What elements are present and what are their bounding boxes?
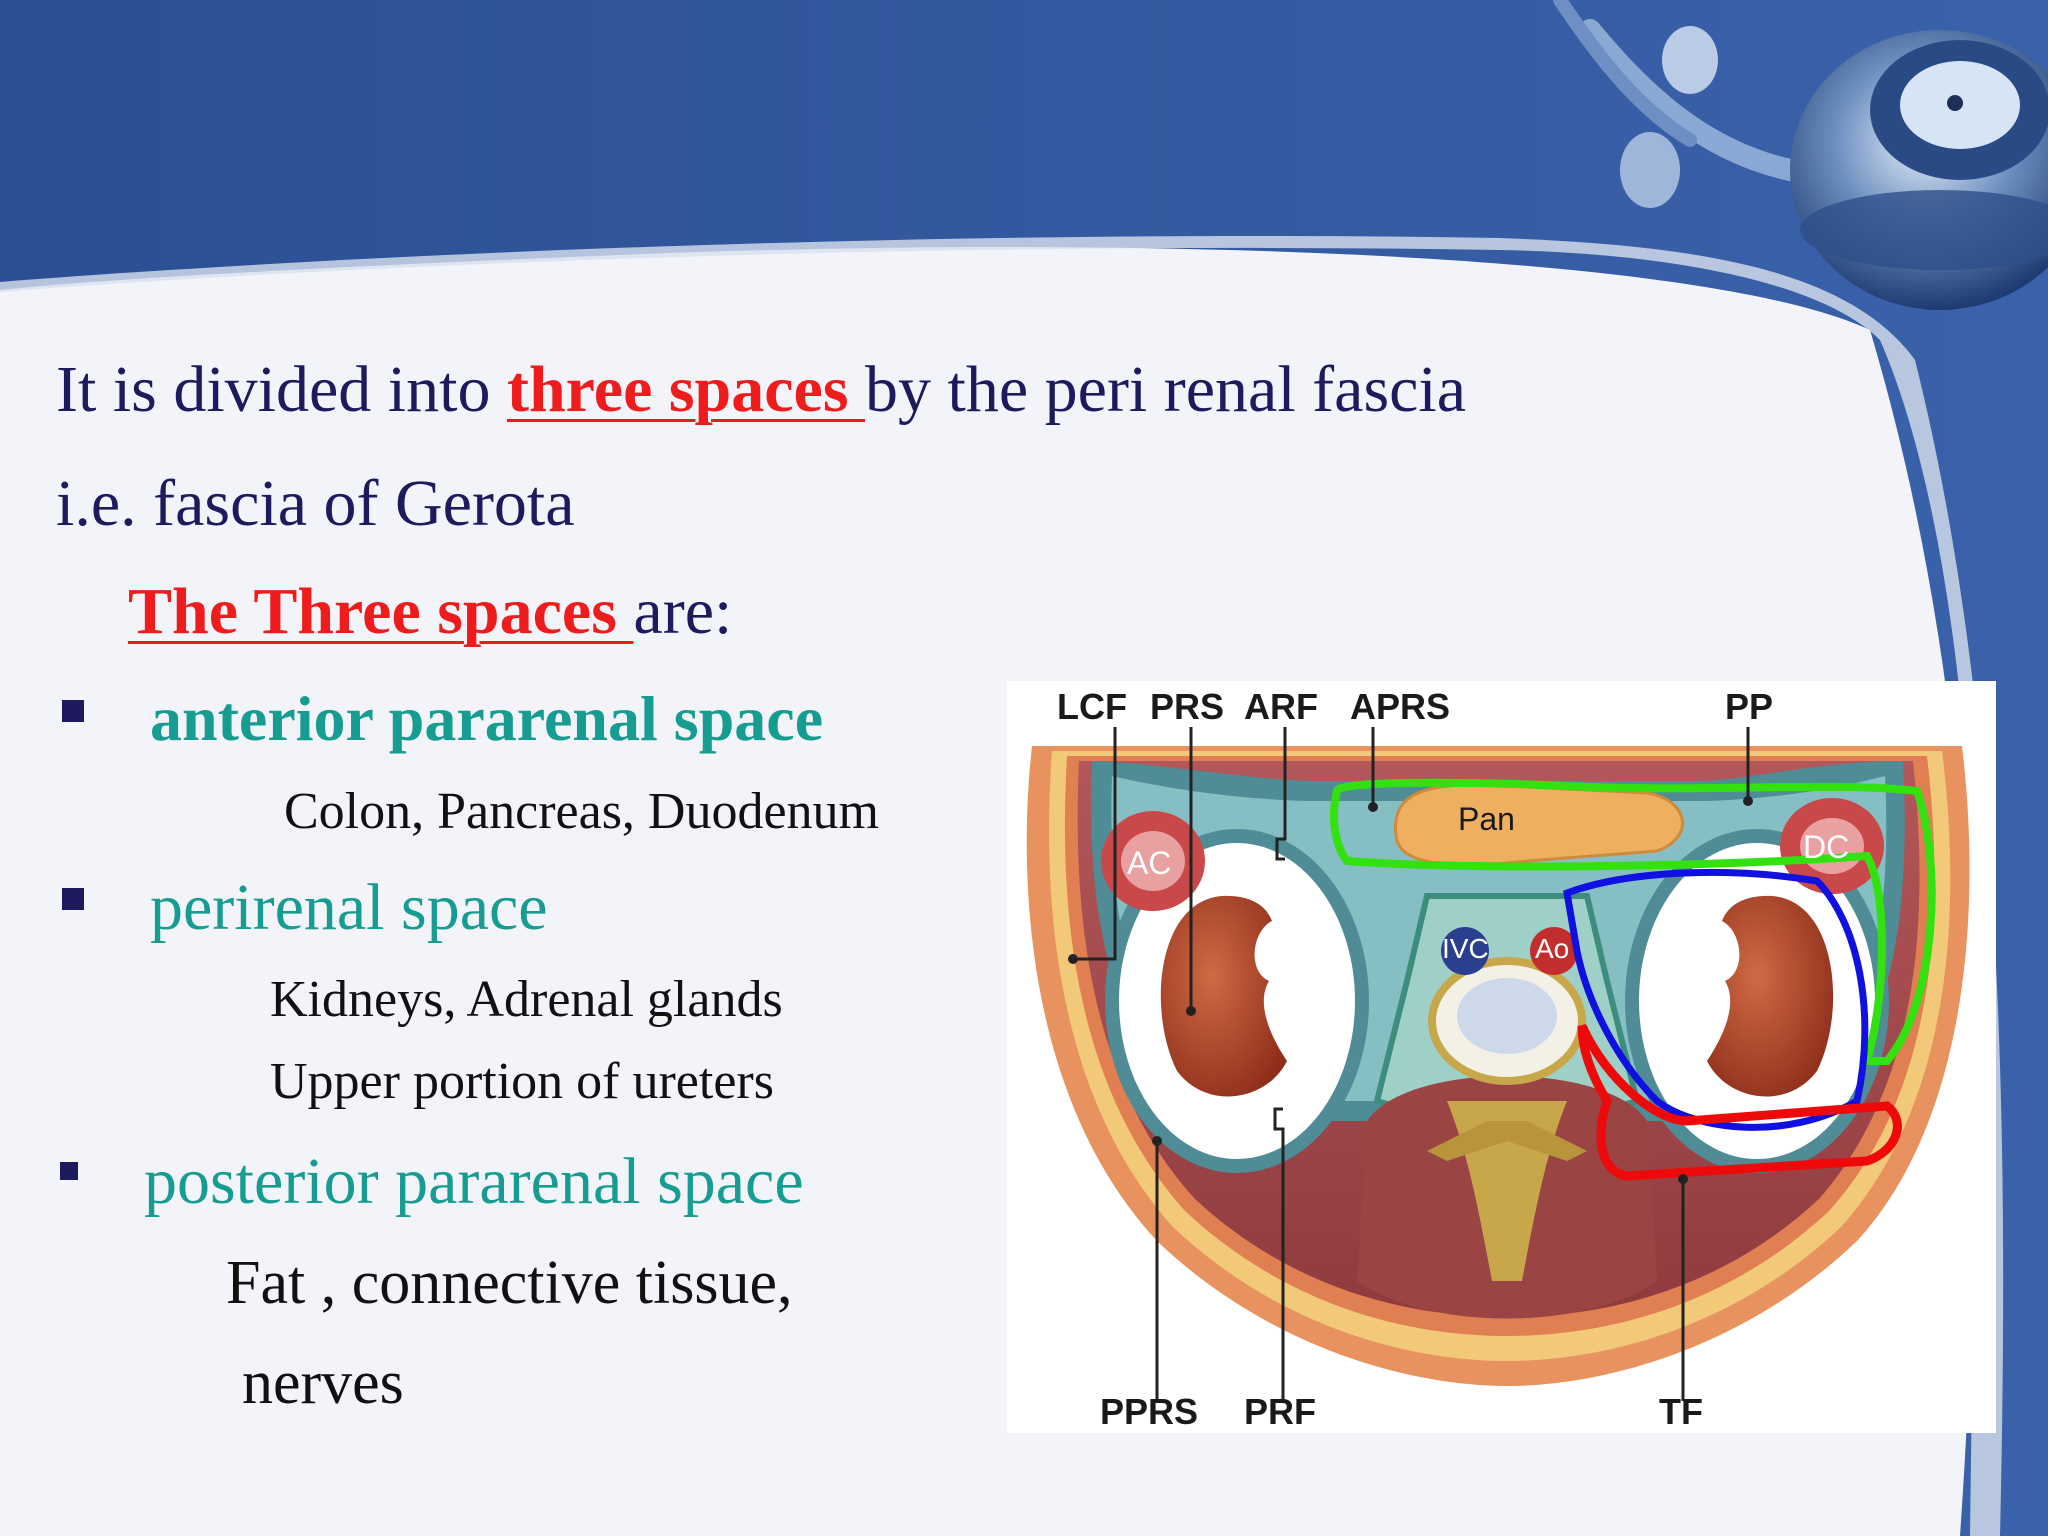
spaces-heading-post: are: <box>633 575 733 648</box>
space-title-posterior: posterior pararenal space <box>144 1145 804 1218</box>
space-detail: Upper portion of ureters <box>270 1053 774 1110</box>
intro-line-2: i.e. fascia of Gerota <box>56 467 575 540</box>
intro-text-pre: It is divided into <box>56 353 507 426</box>
label-pprs: PPRS <box>1100 1391 1199 1432</box>
label-ivc: IVC <box>1442 933 1489 964</box>
spaces-heading: The Three spaces are: <box>128 574 732 650</box>
space-detail: Colon, Pancreas, Duodenum <box>284 783 880 840</box>
space-detail: nerves <box>242 1349 404 1417</box>
label-prf: PRF <box>1244 1391 1316 1432</box>
intro-text-post: by the peri renal fascia <box>865 353 1467 426</box>
bullet-marker <box>62 700 84 722</box>
label-pp: PP <box>1725 686 1774 727</box>
space-title-anterior: anterior pararenal space <box>150 683 824 754</box>
bullet-marker <box>62 888 84 910</box>
space-title-perirenal: perirenal space <box>150 871 548 944</box>
retroperitoneum-diagram: LCF PRS ARF APRS PP PPRS PRF TF Pan AC D… <box>1007 681 1996 1433</box>
label-tf: TF <box>1659 1391 1703 1432</box>
label-prs: PRS <box>1150 686 1225 727</box>
label-ascending-colon: AC <box>1127 845 1172 881</box>
bullet-marker <box>60 1162 78 1180</box>
label-arf: ARF <box>1244 686 1318 727</box>
label-aorta: Ao <box>1535 933 1570 964</box>
label-aprs: APRS <box>1350 686 1451 727</box>
three-spaces-emphasis: three spaces <box>506 353 866 426</box>
label-descending-colon: DC <box>1803 829 1850 865</box>
label-lcf: LCF <box>1057 686 1127 727</box>
space-detail: Kidneys, Adrenal glands <box>270 971 783 1028</box>
spaces-heading-emphasis: The Three spaces <box>128 575 634 648</box>
cross-section-illustration <box>1026 727 1970 1401</box>
label-pancreas: Pan <box>1458 801 1515 837</box>
intro-line-1: It is divided into three spaces by the p… <box>56 352 1466 428</box>
stethoscope-icon <box>1553 0 2048 310</box>
space-detail: Fat , connective tissue, <box>226 1249 793 1317</box>
